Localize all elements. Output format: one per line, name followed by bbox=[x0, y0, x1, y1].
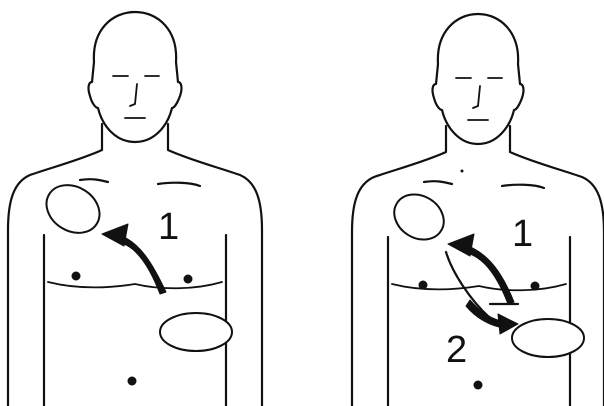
paddle-apex bbox=[160, 313, 232, 351]
clavicle-right bbox=[158, 183, 200, 186]
panel-right: 1 2 bbox=[352, 14, 604, 406]
nipple-right bbox=[531, 282, 540, 291]
neck-and-shoulder-outline-right bbox=[510, 126, 604, 406]
step-label-2: 2 bbox=[446, 329, 467, 371]
head-outline bbox=[433, 14, 524, 144]
clavicle-left bbox=[80, 179, 108, 182]
head-outline bbox=[89, 12, 182, 142]
arrow-step-1 bbox=[448, 234, 514, 304]
navel bbox=[474, 381, 483, 390]
neck-and-shoulder-outline-right bbox=[168, 124, 262, 406]
panel-left: 1 bbox=[8, 12, 262, 406]
chest-line bbox=[392, 284, 566, 290]
chest-line bbox=[48, 282, 222, 288]
speck bbox=[461, 170, 464, 173]
navel bbox=[128, 377, 137, 386]
neck-and-shoulder-outline bbox=[352, 126, 446, 406]
nipple-left bbox=[419, 281, 428, 290]
nose bbox=[473, 86, 480, 108]
step-label-1: 1 bbox=[512, 213, 533, 255]
nose bbox=[130, 84, 137, 106]
nipple-right bbox=[184, 275, 193, 284]
step-label-1: 1 bbox=[158, 206, 179, 248]
clavicle-right bbox=[502, 185, 544, 188]
paddle-apex bbox=[512, 319, 584, 357]
paddle-upper-right-chest bbox=[38, 176, 109, 243]
nipple-left bbox=[72, 272, 81, 281]
torso-figure-left bbox=[8, 12, 262, 406]
clavicle-left bbox=[424, 181, 452, 184]
neck-and-shoulder-outline bbox=[8, 124, 102, 406]
paddle-upper-right-chest bbox=[386, 185, 452, 248]
